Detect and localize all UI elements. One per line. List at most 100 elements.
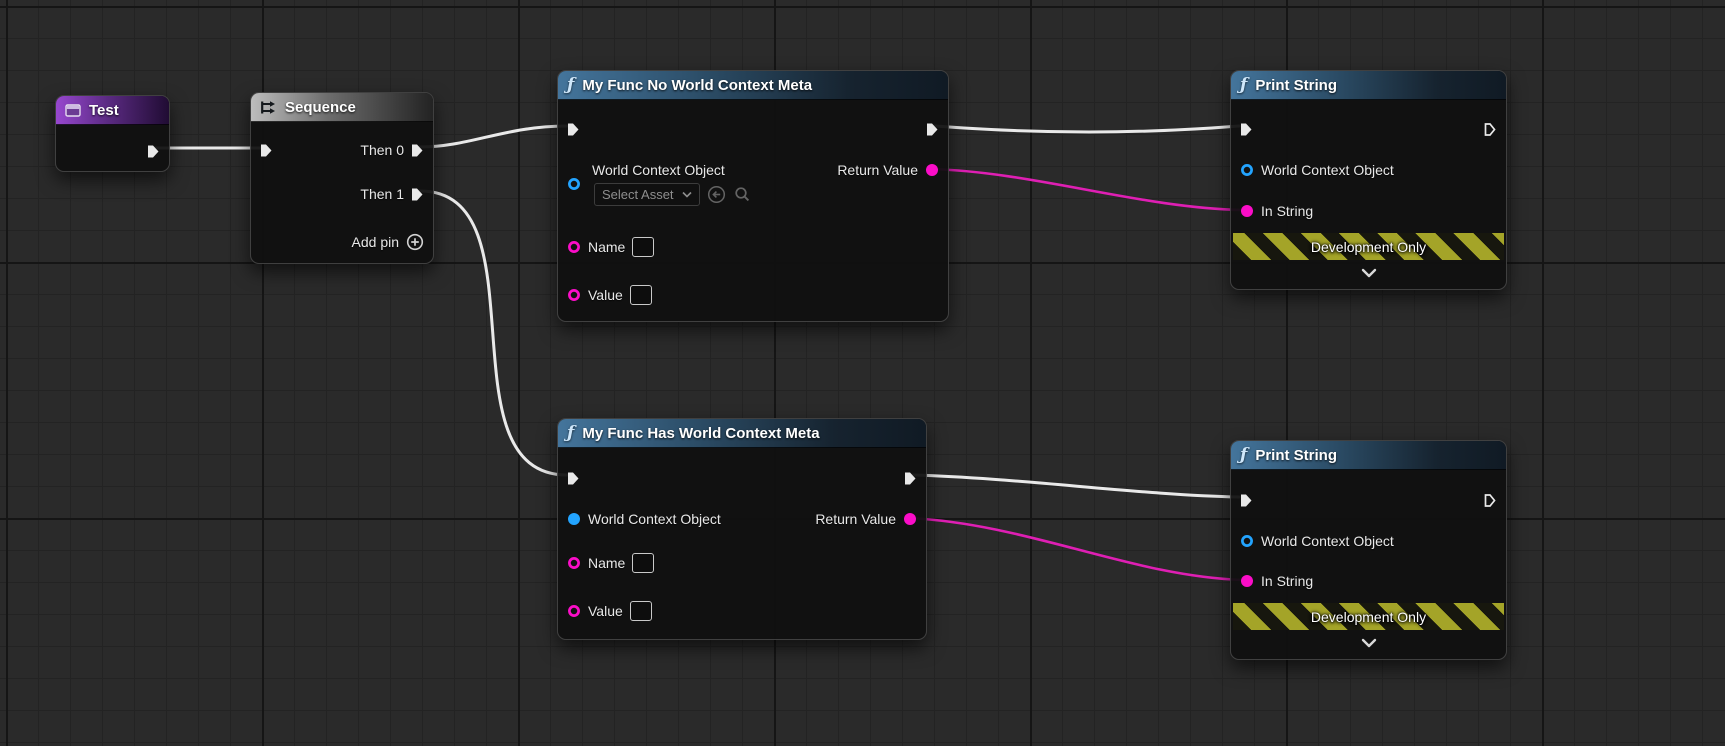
node-header[interactable]: Test — [56, 96, 169, 125]
wire-exec-then0-to-func1[interactable] — [418, 124, 569, 149]
wire-data-func2-return-to-print2-instring[interactable] — [907, 516, 1244, 582]
name-pin-row[interactable]: Name — [567, 237, 655, 257]
wire-data-func1-return-to-print1-instring[interactable] — [929, 167, 1244, 212]
browse-asset-icon[interactable] — [733, 185, 752, 204]
object-pin-icon — [568, 178, 580, 190]
object-pin-icon — [1241, 164, 1253, 176]
exec-pin-icon — [568, 472, 579, 484]
string-pin-icon — [568, 289, 580, 301]
node-header[interactable]: ƒ My Func No World Context Meta — [558, 71, 948, 100]
exec-in-pin[interactable] — [567, 119, 580, 139]
wire-exec-func1-to-print1[interactable] — [933, 124, 1241, 134]
expand-node-button[interactable] — [1360, 265, 1378, 283]
function-icon: ƒ — [1240, 444, 1248, 465]
exec-pin-icon — [1484, 493, 1496, 507]
exec-out-pin[interactable] — [904, 468, 917, 488]
exec-in-pin[interactable] — [567, 468, 580, 488]
wire-exec-func2-to-print2[interactable] — [911, 473, 1241, 499]
string-pin-icon — [926, 164, 938, 176]
exec-out-pin[interactable] — [147, 141, 160, 161]
pin-label: Name — [588, 239, 626, 255]
node-my-func-no-world-context-meta[interactable]: ƒ My Func No World Context Meta World Co… — [557, 70, 949, 322]
world-context-pin[interactable] — [567, 174, 581, 194]
string-pin-icon — [1241, 575, 1253, 587]
in-string-pin-row[interactable]: In String — [1240, 201, 1313, 221]
exec-pin-icon — [261, 144, 272, 156]
exec-pin-icon — [412, 144, 423, 156]
exec-pin-icon — [568, 123, 579, 135]
node-title: Print String — [1255, 446, 1337, 464]
string-pin-icon — [904, 513, 916, 525]
pin-label: World Context Object — [1261, 533, 1394, 549]
string-pin-icon — [1241, 205, 1253, 217]
value-pin-row[interactable]: Value — [567, 285, 652, 305]
string-pin-icon — [568, 241, 580, 253]
function-icon: ƒ — [1240, 74, 1248, 95]
world-context-pin-row[interactable]: World Context Object — [1240, 160, 1394, 180]
banner-label: Development Only — [1310, 238, 1427, 255]
world-context-pin-row[interactable]: World Context Object — [567, 509, 721, 529]
node-header[interactable]: ƒ Print String — [1231, 71, 1506, 100]
wire-exec-then1-to-func2[interactable] — [418, 189, 569, 477]
pin-label: Return Value — [837, 162, 918, 178]
node-print-string-bottom[interactable]: ƒ Print String World Context Object In S… — [1230, 440, 1507, 660]
chevron-down-icon — [1361, 268, 1376, 278]
exec-pin-icon — [1484, 122, 1496, 136]
node-title: My Func No World Context Meta — [582, 76, 813, 94]
pin-label: Then 0 — [360, 142, 404, 158]
exec-pin-icon — [148, 145, 159, 157]
exec-pin-icon — [905, 472, 916, 484]
pin-label: Name — [588, 555, 626, 571]
node-header[interactable]: Sequence — [251, 93, 433, 122]
select-asset-dropdown[interactable]: Select Asset — [594, 182, 700, 206]
world-context-pin-row[interactable]: World Context Object — [1240, 531, 1394, 551]
name-value-input[interactable] — [632, 237, 655, 257]
development-only-banner: Development Only — [1233, 603, 1504, 630]
return-value-pin-row[interactable]: Return Value — [815, 509, 917, 529]
function-icon: ƒ — [567, 74, 575, 95]
add-pin-button[interactable]: Add pin — [352, 232, 424, 252]
exec-pin-icon — [1241, 123, 1252, 135]
add-pin-icon — [406, 233, 424, 251]
node-test-event[interactable]: Test — [55, 95, 170, 172]
exec-out-pin[interactable] — [926, 119, 939, 139]
exec-out-then0[interactable]: Then 0 — [360, 140, 424, 160]
exec-out-pin[interactable] — [1484, 490, 1497, 510]
pin-label: In String — [1261, 573, 1314, 589]
use-selected-asset-icon[interactable] — [707, 185, 726, 204]
value-pin-row[interactable]: Value — [567, 601, 652, 621]
exec-pin-icon — [1241, 494, 1252, 506]
in-string-pin-row[interactable]: In String — [1240, 571, 1313, 591]
string-pin-icon — [568, 605, 580, 617]
return-value-pin-row[interactable]: Return Value — [837, 160, 939, 180]
node-my-func-has-world-context-meta[interactable]: ƒ My Func Has World Context Meta World C… — [557, 418, 927, 640]
exec-out-then1[interactable]: Then 1 — [360, 184, 424, 204]
node-title: Sequence — [285, 98, 356, 116]
chevron-down-icon — [681, 191, 692, 198]
node-header[interactable]: ƒ My Func Has World Context Meta — [558, 419, 926, 448]
exec-in-pin[interactable] — [1240, 490, 1253, 510]
node-sequence[interactable]: Sequence Then 0 Then 1 Add pin — [250, 92, 434, 264]
world-context-label-row: World Context Object — [592, 160, 725, 180]
sequence-icon — [261, 100, 275, 114]
pin-label: Value — [588, 603, 623, 619]
exec-out-pin[interactable] — [1484, 119, 1497, 139]
select-asset-label: Select Asset — [602, 186, 674, 202]
node-print-string-top[interactable]: ƒ Print String World Context Object In S… — [1230, 70, 1507, 290]
name-value-input[interactable] — [632, 553, 655, 573]
pin-label: Value — [588, 287, 623, 303]
add-pin-label: Add pin — [351, 234, 399, 250]
pin-label: World Context Object — [1261, 162, 1394, 178]
expand-node-button[interactable] — [1360, 635, 1378, 653]
pin-label: In String — [1261, 203, 1314, 219]
pin-label: Return Value — [815, 511, 896, 527]
value-value-input[interactable] — [629, 285, 652, 305]
value-value-input[interactable] — [629, 601, 652, 621]
node-title: Print String — [1255, 76, 1337, 94]
exec-in-pin[interactable] — [260, 140, 273, 160]
banner-label: Development Only — [1310, 608, 1427, 625]
exec-in-pin[interactable] — [1240, 119, 1253, 139]
name-pin-row[interactable]: Name — [567, 553, 655, 573]
node-header[interactable]: ƒ Print String — [1231, 441, 1506, 470]
